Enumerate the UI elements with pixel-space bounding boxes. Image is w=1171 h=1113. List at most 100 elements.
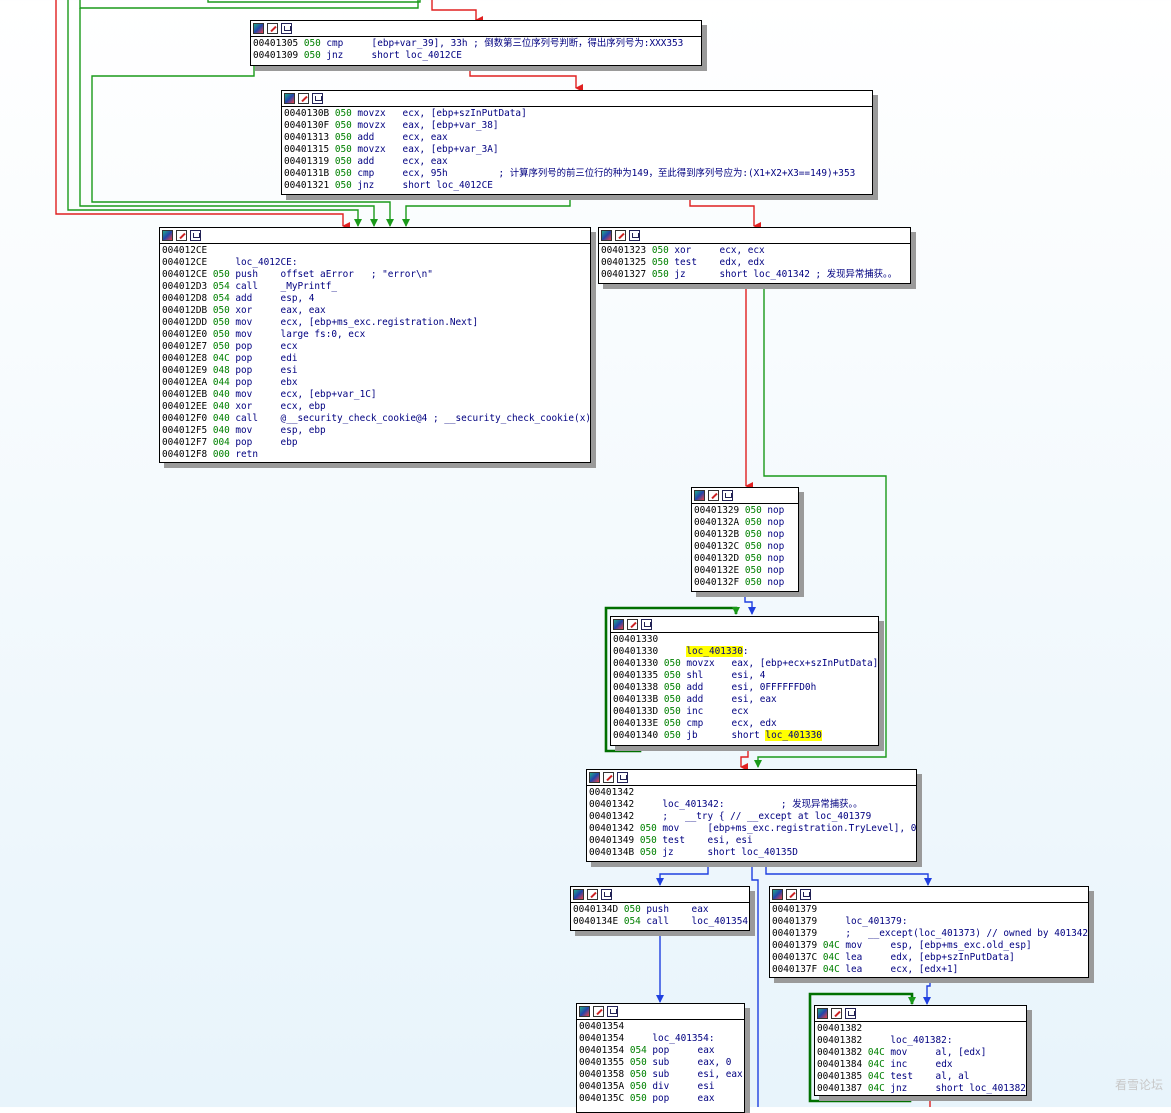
asm-line[interactable]: 0040137C 04C lea edx, [ebp+szInPutData] xyxy=(772,952,1086,964)
color-icon[interactable] xyxy=(579,1006,590,1017)
asm-line[interactable]: 00401349 050 test esi, esi xyxy=(589,835,914,847)
block-header[interactable] xyxy=(577,1004,744,1020)
edit-icon[interactable] xyxy=(587,889,598,900)
block-header[interactable] xyxy=(282,91,872,107)
asm-line[interactable]: 004012F7 004 pop ebp xyxy=(162,437,588,449)
color-icon[interactable] xyxy=(772,889,783,900)
graph-icon[interactable] xyxy=(607,1006,618,1017)
asm-line[interactable]: 0040132F 050 nop xyxy=(694,577,796,589)
edit-icon[interactable] xyxy=(176,230,187,241)
asm-line[interactable]: 004012E8 04C pop edi xyxy=(162,353,588,365)
edit-icon[interactable] xyxy=(267,23,278,34)
code-block-401305[interactable]: 00401305 050 cmp [ebp+var_39], 33h ; 倒数第… xyxy=(250,20,702,66)
highlighted-label[interactable]: loc_401330 xyxy=(686,646,743,657)
asm-line[interactable]: 004012CE xyxy=(162,245,588,257)
asm-line[interactable]: 0040133B 050 add esi, eax xyxy=(613,694,876,706)
block-header[interactable] xyxy=(251,21,701,37)
asm-line[interactable]: 004012D8 054 add esp, 4 xyxy=(162,293,588,305)
asm-line[interactable]: 00401354 loc_401354: xyxy=(579,1033,742,1045)
asm-line[interactable]: 004012DB 050 xor eax, eax xyxy=(162,305,588,317)
asm-line[interactable]: 00401385 04C test al, al xyxy=(817,1071,1024,1083)
asm-line[interactable]: 004012EB 040 mov ecx, [ebp+var_1C] xyxy=(162,389,588,401)
asm-line[interactable]: 00401379 xyxy=(772,904,1086,916)
asm-line[interactable]: 00401379 loc_401379: xyxy=(772,916,1086,928)
color-icon[interactable] xyxy=(601,230,612,241)
block-header[interactable] xyxy=(587,770,916,786)
asm-line[interactable]: 0040132C 050 nop xyxy=(694,541,796,553)
asm-line[interactable]: 00401330 loc_401330: xyxy=(613,646,876,658)
edit-icon[interactable] xyxy=(603,772,614,783)
color-icon[interactable] xyxy=(573,889,584,900)
color-icon[interactable] xyxy=(162,230,173,241)
asm-line[interactable]: 004012F0 040 call @__security_check_cook… xyxy=(162,413,591,425)
asm-line[interactable]: 00401309 050 jnz short loc_4012CE xyxy=(253,50,699,62)
asm-line[interactable]: 0040132D 050 nop xyxy=(694,553,796,565)
asm-line[interactable]: 0040130F 050 movzx eax, [ebp+var_38] xyxy=(284,120,870,132)
block-header[interactable] xyxy=(160,228,590,244)
block-header[interactable] xyxy=(611,617,878,633)
graph-icon[interactable] xyxy=(641,619,652,630)
graph-icon[interactable] xyxy=(722,490,733,501)
asm-line[interactable]: 00401358 050 sub esi, eax xyxy=(579,1069,743,1081)
color-icon[interactable] xyxy=(817,1008,828,1019)
asm-line[interactable]: 004012EA 044 pop ebx xyxy=(162,377,588,389)
asm-line[interactable]: 0040134B 050 jz short loc_40135D xyxy=(589,847,914,859)
graph-icon[interactable] xyxy=(845,1008,856,1019)
asm-line[interactable]: 00401335 050 shl esi, 4 xyxy=(613,670,876,682)
graph-icon[interactable] xyxy=(617,772,628,783)
asm-line[interactable]: 0040130B 050 movzx ecx, [ebp+szInPutData… xyxy=(284,108,870,120)
edit-icon[interactable] xyxy=(786,889,797,900)
asm-line[interactable]: 004012E9 048 pop esi xyxy=(162,365,588,377)
graph-icon[interactable] xyxy=(281,23,292,34)
highlighted-label[interactable]: loc_401330 xyxy=(765,730,822,741)
color-icon[interactable] xyxy=(284,93,295,104)
asm-line[interactable]: 00401379 ; __except(loc_401373) // owned… xyxy=(772,928,1088,940)
edit-icon[interactable] xyxy=(708,490,719,501)
color-icon[interactable] xyxy=(253,23,264,34)
asm-line[interactable]: 00401342 ; __try { // __except at loc_40… xyxy=(589,811,914,823)
edit-icon[interactable] xyxy=(298,93,309,104)
asm-line[interactable]: 00401325 050 test edx, edx xyxy=(601,257,908,269)
edit-icon[interactable] xyxy=(627,619,638,630)
edit-icon[interactable] xyxy=(593,1006,604,1017)
asm-line[interactable]: 00401342 050 mov [ebp+ms_exc.registratio… xyxy=(589,823,916,835)
graph-icon[interactable] xyxy=(800,889,811,900)
block-header[interactable] xyxy=(692,488,798,504)
asm-line[interactable]: 00401313 050 add ecx, eax xyxy=(284,132,870,144)
code-block-40130b[interactable]: 0040130B 050 movzx ecx, [ebp+szInPutData… xyxy=(281,90,873,195)
edit-icon[interactable] xyxy=(615,230,626,241)
asm-line[interactable]: 0040135A 050 div esi xyxy=(579,1081,742,1093)
graph-icon[interactable] xyxy=(190,230,201,241)
asm-line[interactable]: 004012D3 054 call _MyPrintf_ xyxy=(162,281,588,293)
asm-line[interactable]: 00401387 04C jnz short loc_401382 xyxy=(817,1083,1026,1095)
asm-line[interactable]: 00401327 050 jz short loc_401342 ; 发现异常捕… xyxy=(601,269,908,281)
graph-icon[interactable] xyxy=(312,93,323,104)
asm-line[interactable]: 00401319 050 add ecx, eax xyxy=(284,156,870,168)
edit-icon[interactable] xyxy=(831,1008,842,1019)
asm-line[interactable]: 00401384 04C inc edx xyxy=(817,1059,1024,1071)
asm-line[interactable]: 00401355 050 sub eax, 0 xyxy=(579,1057,742,1069)
color-icon[interactable] xyxy=(613,619,624,630)
asm-line[interactable]: 004012E0 050 mov large fs:0, ecx xyxy=(162,329,588,341)
asm-line[interactable]: 0040132B 050 nop xyxy=(694,529,796,541)
asm-line[interactable]: 00401342 loc_401342: ; 发现异常捕获。。 xyxy=(589,799,914,811)
asm-line[interactable]: 0040132E 050 nop xyxy=(694,565,796,577)
asm-line[interactable]: 0040133D 050 inc ecx xyxy=(613,706,876,718)
color-icon[interactable] xyxy=(694,490,705,501)
asm-line[interactable]: 00401342 xyxy=(589,787,914,799)
asm-line[interactable]: 00401329 050 nop xyxy=(694,505,796,517)
asm-line[interactable]: 00401323 050 xor ecx, ecx xyxy=(601,245,908,257)
asm-line[interactable]: 0040134D 050 push eax xyxy=(573,904,747,916)
asm-line[interactable]: 004012EE 040 xor ecx, ebp xyxy=(162,401,588,413)
asm-line[interactable]: 004012F5 040 mov esp, ebp xyxy=(162,425,588,437)
asm-line[interactable]: 004012DD 050 mov ecx, [ebp+ms_exc.regist… xyxy=(162,317,588,329)
color-icon[interactable] xyxy=(589,772,600,783)
asm-line[interactable]: 0040132A 050 nop xyxy=(694,517,796,529)
